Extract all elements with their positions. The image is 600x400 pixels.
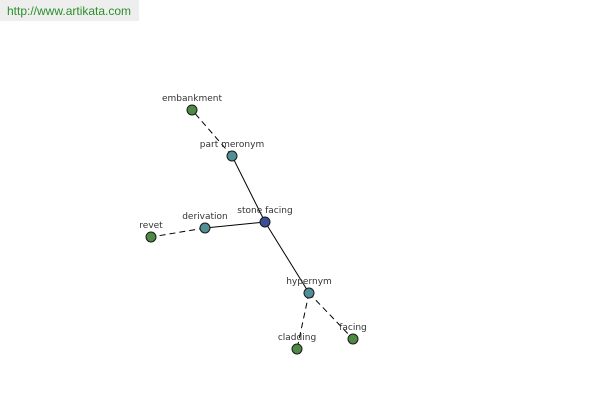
edge-derivation-revet: [150, 227, 206, 238]
edge-stone-facing-derivation: [204, 221, 266, 229]
node-label-facing[interactable]: facing: [339, 323, 367, 333]
node-revet[interactable]: [145, 231, 157, 243]
node-embankment[interactable]: [186, 104, 198, 116]
edge-stone-facing-part-meronym: [231, 155, 266, 223]
node-label-stone-facing[interactable]: stone facing: [237, 206, 292, 216]
node-stone-facing[interactable]: [259, 216, 271, 228]
node-cladding[interactable]: [291, 343, 303, 355]
source-url-banner[interactable]: http://www.artikata.com: [0, 0, 139, 21]
node-facing[interactable]: [347, 333, 359, 345]
node-part-meronym[interactable]: [226, 150, 238, 162]
node-hypernym[interactable]: [303, 287, 315, 299]
labels-layer: stone facing part meronym derivation hypern…: [139, 94, 367, 343]
edge-stone-facing-hypernym: [264, 221, 310, 294]
nodes-layer: [145, 104, 359, 355]
node-derivation[interactable]: [199, 222, 211, 234]
node-label-embankment[interactable]: embankment: [162, 94, 222, 104]
node-label-part-meronym[interactable]: part meronym: [200, 140, 264, 150]
edge-hypernym-facing: [308, 292, 354, 340]
node-label-revet[interactable]: revet: [139, 221, 163, 231]
edges-layer: [150, 109, 354, 350]
node-label-cladding[interactable]: cladding: [278, 333, 316, 343]
node-label-hypernym[interactable]: hypernym: [286, 277, 332, 287]
node-label-derivation[interactable]: derivation: [182, 212, 228, 222]
edge-part-meronym-embankment: [191, 109, 233, 157]
source-url-text[interactable]: http://www.artikata.com: [7, 4, 132, 18]
